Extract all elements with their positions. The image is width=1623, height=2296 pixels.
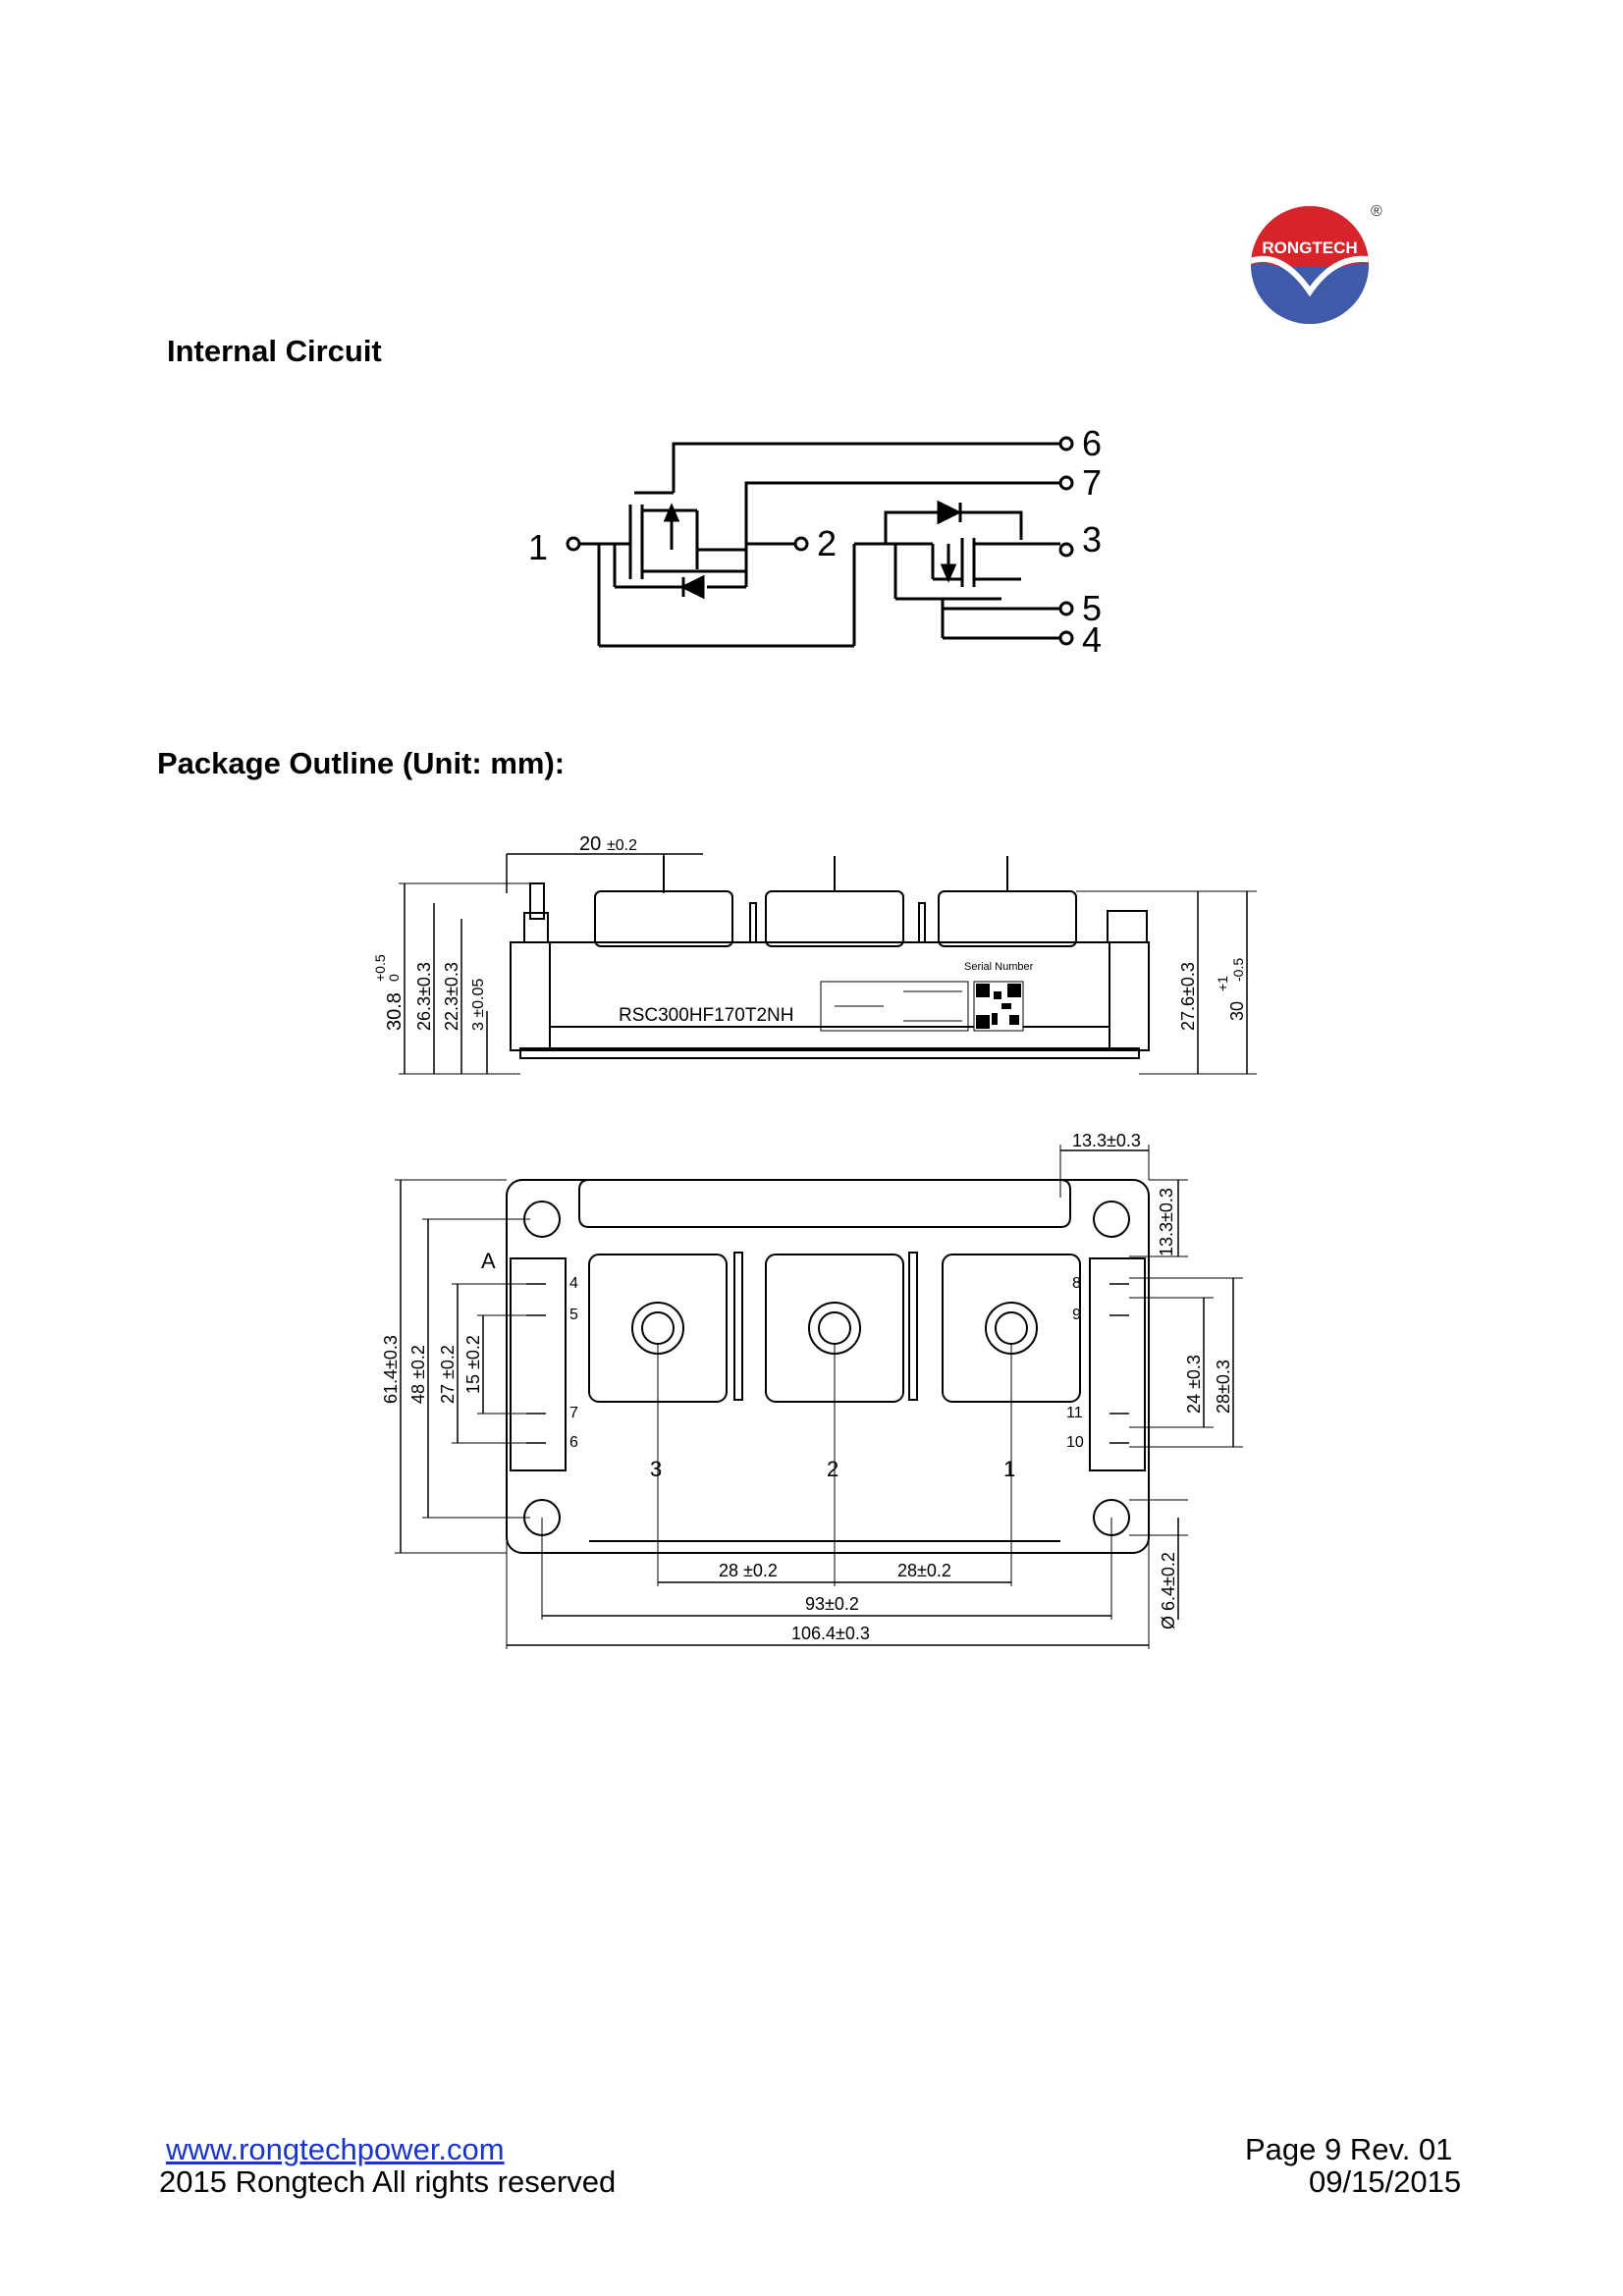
dim-13-3-top: 13.3±0.3 bbox=[1072, 1131, 1141, 1150]
dim-h-3: 3 ±0.05 bbox=[470, 979, 487, 1031]
dim-h-27-6: 27.6±0.3 bbox=[1178, 962, 1198, 1031]
terminal-6-label: 6 bbox=[1082, 423, 1102, 463]
dim-15: 15 ±0.2 bbox=[463, 1335, 483, 1394]
dim-27: 27 ±0.2 bbox=[438, 1345, 458, 1404]
dim-28a: 28 ±0.2 bbox=[719, 1561, 778, 1580]
pin-4-label: 4 bbox=[569, 1275, 578, 1292]
dim-h-30: 30 bbox=[1227, 1001, 1247, 1021]
dim-height-30-8-tol-top: +0.5 bbox=[373, 954, 388, 982]
dim-106-4: 106.4±0.3 bbox=[791, 1624, 870, 1643]
dim-height-30-8: 30.8 bbox=[384, 992, 406, 1031]
terminal-7-label: 7 bbox=[1082, 462, 1102, 503]
dim-height-30-8-tol-bot: 0 bbox=[386, 974, 402, 982]
page-revision: Page 9 Rev. 01 bbox=[1245, 2132, 1453, 2166]
view-label-a: A bbox=[481, 1249, 496, 1273]
dim-24: 24 ±0.3 bbox=[1184, 1355, 1204, 1414]
qr-code bbox=[973, 981, 1024, 1032]
dim-13-3-side: 13.3±0.3 bbox=[1157, 1188, 1176, 1256]
pin-11-label: 11 bbox=[1066, 1405, 1083, 1421]
dim-28b: 28±0.2 bbox=[897, 1561, 951, 1580]
terminal-4-label: 4 bbox=[1082, 619, 1102, 660]
pin-7-label: 7 bbox=[569, 1405, 578, 1421]
rongtech-logo: RONGTECH ® bbox=[1251, 203, 1382, 324]
dim-width-20-tol: ±0.2 bbox=[607, 837, 637, 854]
serial-number-label: Serial Number bbox=[964, 961, 1034, 973]
package-top-view: 4 5 7 6 8 9 11 10 A 3 2 1 28 ±0.2 28±0.2… bbox=[381, 1131, 1243, 1649]
copyright-text: 2015 Rongtech All rights reserved bbox=[159, 2164, 617, 2199]
dim-hole-diameter: Ø 6.4±0.2 bbox=[1159, 1552, 1178, 1629]
dim-61-4: 61.4±0.3 bbox=[381, 1335, 401, 1404]
registered-mark: ® bbox=[1371, 203, 1382, 220]
terminal-2-label: 2 bbox=[817, 523, 837, 563]
terminal-5-label: 5 bbox=[1082, 588, 1102, 628]
terminal-3-label: 3 bbox=[1082, 519, 1102, 560]
dim-93: 93±0.2 bbox=[805, 1594, 859, 1614]
logo-text: RONGTECH bbox=[1262, 239, 1357, 257]
internal-circuit-heading: Internal Circuit bbox=[167, 334, 382, 368]
pin-5-label: 5 bbox=[569, 1307, 578, 1323]
dim-width-20: 20 bbox=[579, 834, 601, 855]
pin-6-label: 6 bbox=[569, 1434, 578, 1451]
dim-h-26-3: 26.3±0.3 bbox=[414, 962, 434, 1031]
part-number: RSC300HF170T2NH bbox=[619, 1005, 793, 1026]
dim-h-22-3: 22.3±0.3 bbox=[442, 962, 461, 1031]
pin-10-label: 10 bbox=[1066, 1434, 1084, 1451]
website-link[interactable]: www.rongtechpower.com bbox=[166, 2132, 505, 2166]
package-outline-heading: Package Outline (Unit: mm): bbox=[157, 746, 566, 780]
dim-48: 48 ±0.2 bbox=[408, 1345, 428, 1404]
pin-8-label: 8 bbox=[1072, 1275, 1081, 1292]
terminal-1-label: 1 bbox=[528, 527, 548, 567]
terminal-mark-1: 1 bbox=[1003, 1457, 1015, 1481]
dim-h-30-tol-top: +1 bbox=[1215, 976, 1230, 991]
package-side-view: 20 ±0.2 30.8 +0.5 0 26.3±0.3 22.3±0.3 3 … bbox=[373, 834, 1257, 1075]
dim-28v: 28±0.3 bbox=[1214, 1360, 1233, 1414]
terminal-mark-3: 3 bbox=[650, 1457, 662, 1481]
dim-h-30-tol-bot: -0.5 bbox=[1230, 958, 1246, 982]
terminal-mark-2: 2 bbox=[827, 1457, 839, 1481]
pin-9-label: 9 bbox=[1072, 1307, 1081, 1323]
document-date: 09/15/2015 bbox=[1309, 2164, 1462, 2199]
internal-circuit-diagram: 1 2 3 4 5 6 7 bbox=[528, 423, 1102, 660]
